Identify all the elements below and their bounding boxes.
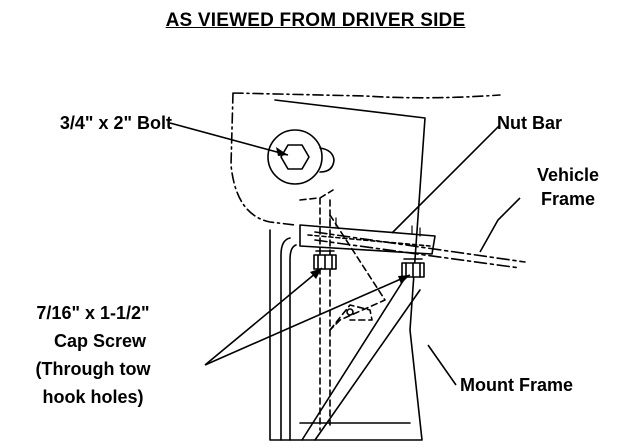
arrow-cap-right [398,275,410,284]
vehicle-frame-rail [314,231,526,269]
cap-screw-label-line2: Cap Screw [53,331,147,351]
mount-frame-inner-rib [280,237,291,441]
bolt-label: 3/4" x 2" Bolt [59,113,172,133]
leader-cap-screw-left [204,267,323,366]
leader-mount-frame [427,344,457,386]
hook-plate-triangle [329,214,386,331]
nut-bar-label: Nut Bar [497,113,563,133]
vehicle-bumper-outline [230,92,501,226]
cap-screw-label-line1: 7/16" x 1-1/2" [36,303,150,323]
cap-screw-label-line3: (Through tow [35,359,151,379]
bolt-washer [267,129,323,185]
leader-cap-screw-right [204,274,411,366]
vehicle-frame-label-line2: Frame [540,189,596,209]
mount-frame [269,99,426,441]
bolt-head [280,144,310,170]
leader-nut-bar [391,124,501,234]
bolt-ear [319,147,335,173]
cap-screw-left [313,250,337,270]
leader-vehicle-frame [479,197,521,253]
vehicle-frame-label-line1: Vehicle [536,165,600,185]
nut-bar [299,224,436,255]
nut-bar-detail [307,234,431,247]
diagram-title: AS VIEWED FROM DRIVER SIDE [165,10,466,31]
arrow-bolt [276,147,288,156]
mount-frame-inner-rib-2 [289,244,297,441]
cap-screw-right [401,258,425,278]
mount-frame-label: Mount Frame [460,375,574,395]
leader-bolt [169,122,289,156]
arrow-cap-left [310,268,322,279]
cap-screw-label-line4: hook holes) [42,387,144,407]
hook-plate-lower [329,304,373,331]
